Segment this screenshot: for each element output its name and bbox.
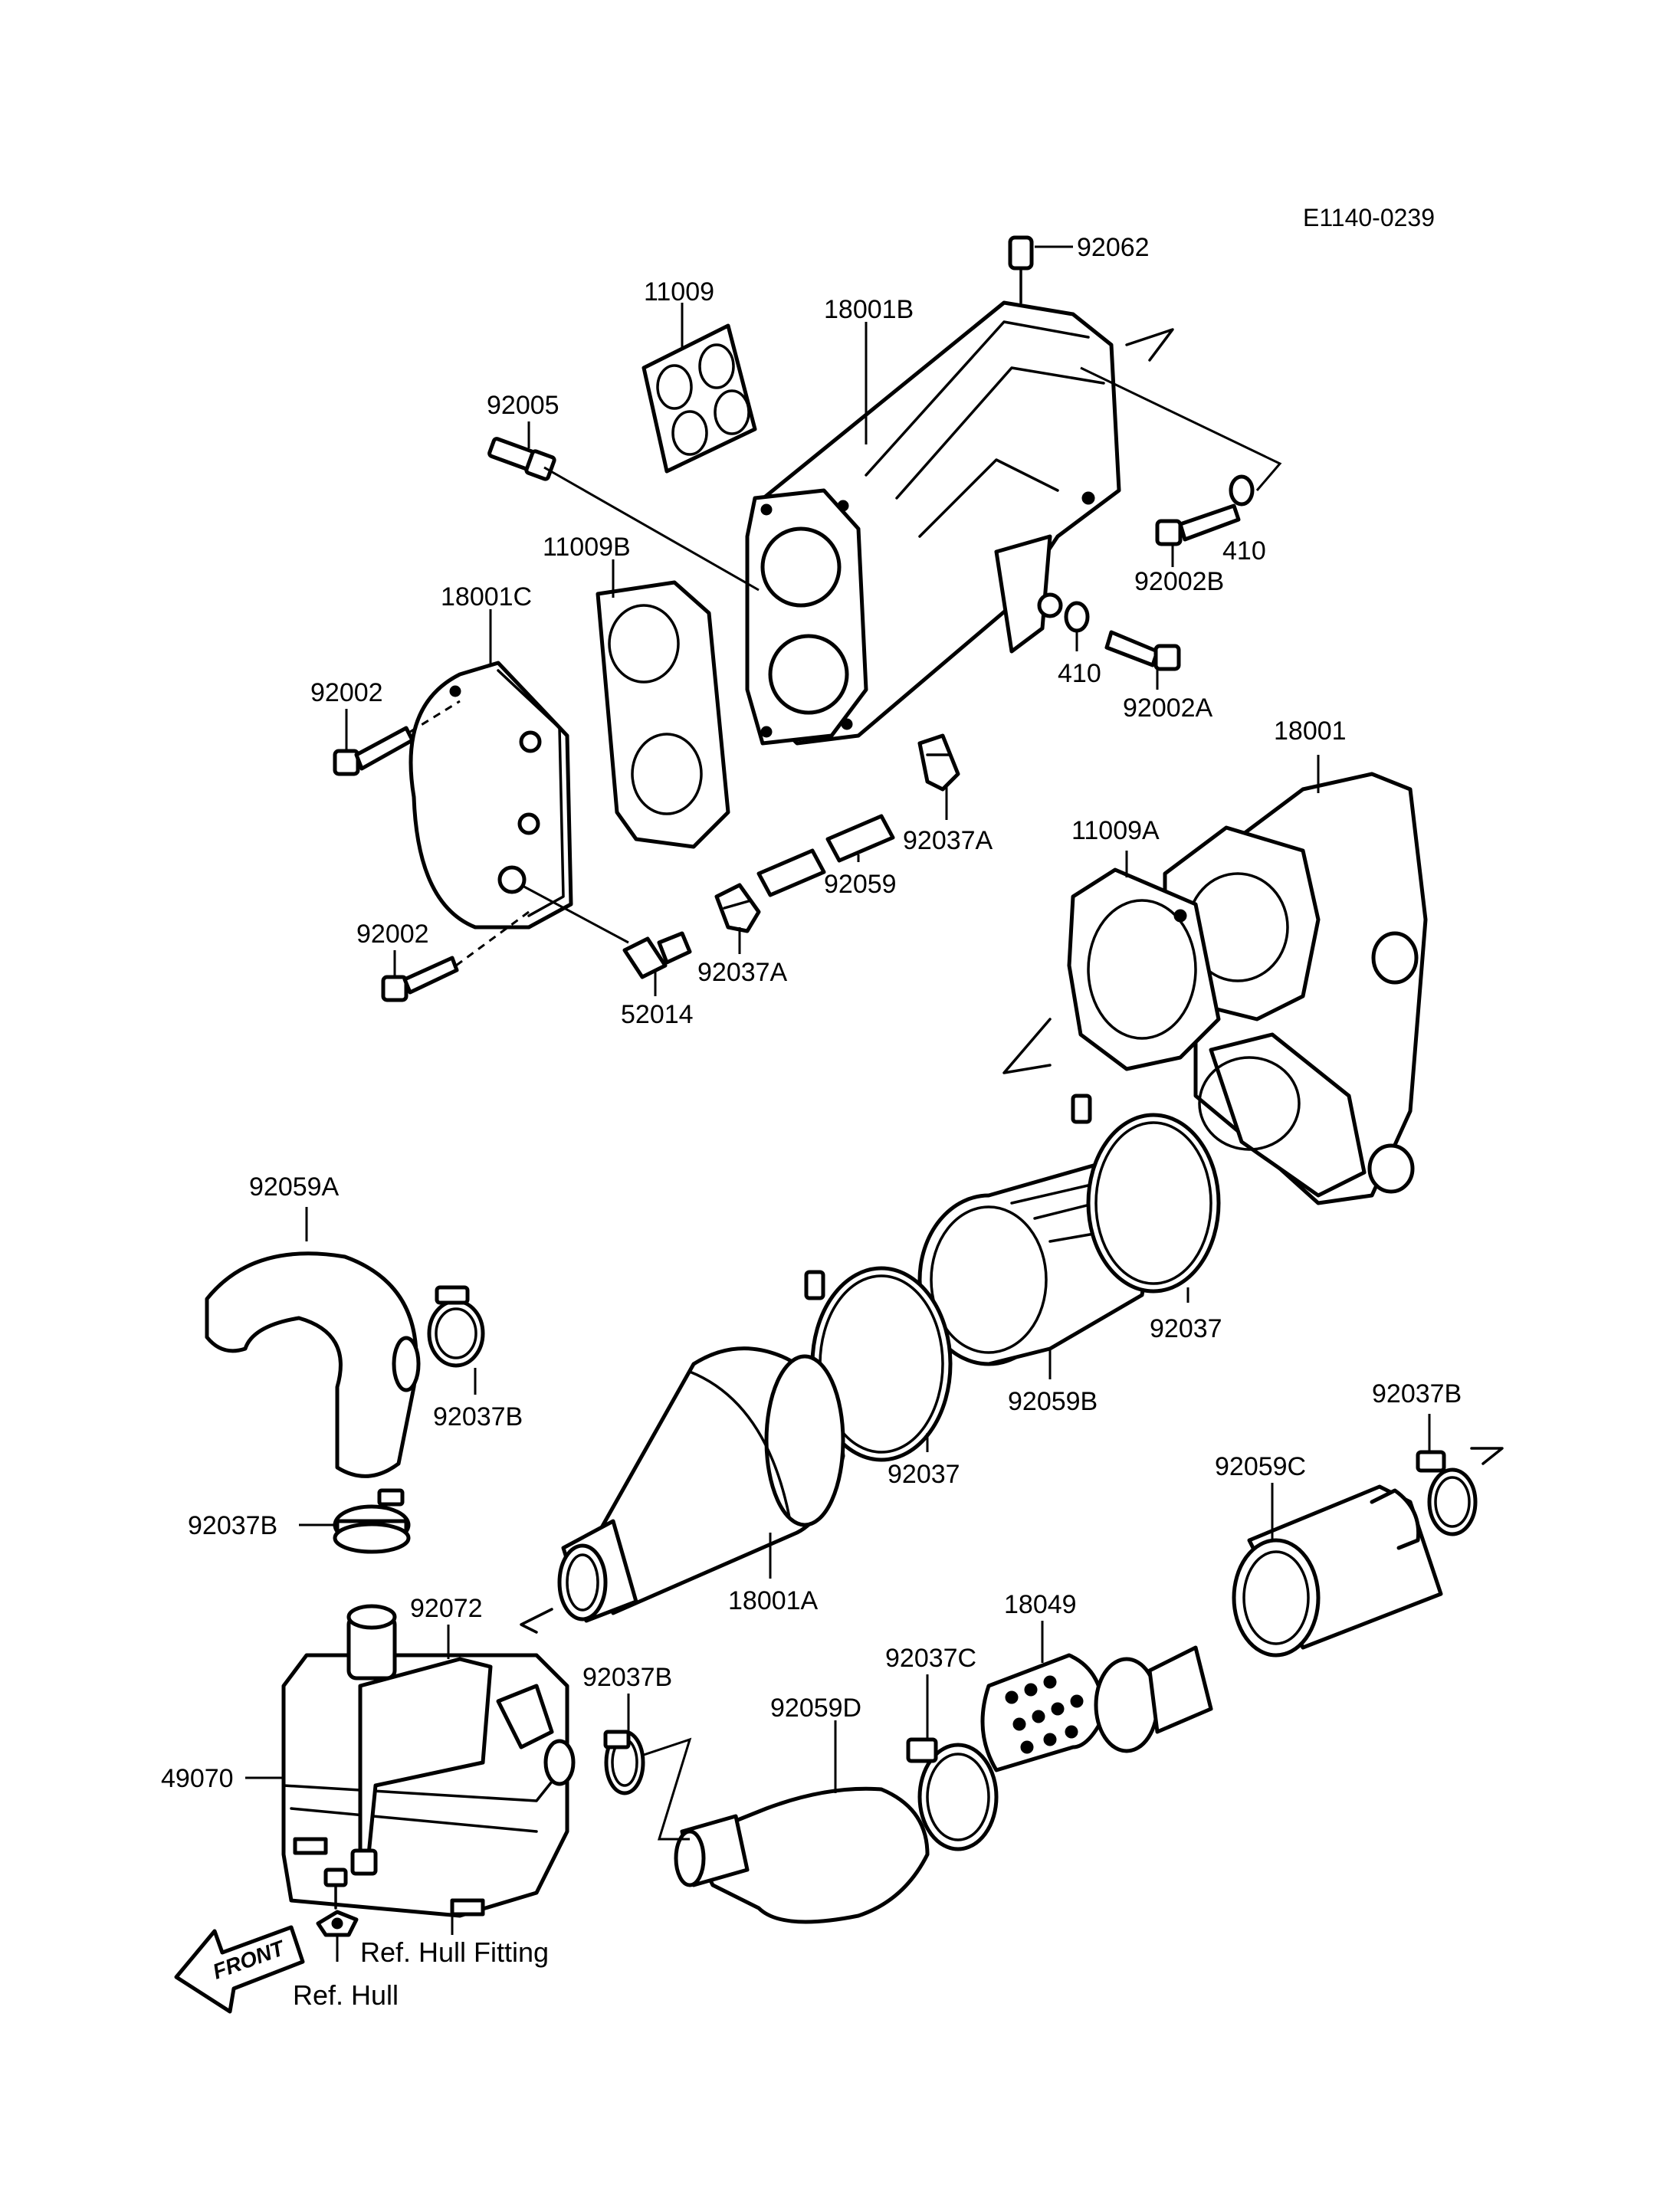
bolt-92002B[interactable] (1155, 503, 1241, 546)
gasket-11009A[interactable] (1067, 867, 1221, 1071)
washer-410-top[interactable] (1229, 474, 1255, 507)
exhaust-manifold-18001B[interactable] (745, 300, 1121, 746)
label-92037B-center: 92037B (582, 1663, 672, 1692)
direction-mark-2 (1002, 1018, 1052, 1074)
label-49070: 49070 (161, 1764, 234, 1793)
clamp-92037B-left[interactable] (427, 1285, 485, 1368)
strap-92072[interactable] (350, 1657, 493, 1876)
hose-92059D[interactable] (674, 1786, 930, 1924)
gasket-11009B[interactable] (596, 580, 730, 849)
clamp-92037-right[interactable] (1071, 1094, 1221, 1294)
label-18001A: 18001A (728, 1586, 819, 1615)
gasket-11009[interactable] (641, 323, 757, 474)
leader-92005-line (543, 466, 760, 592)
label-92037A-bottom: 92037A (697, 958, 788, 987)
hose-92059C[interactable] (1232, 1484, 1443, 1658)
label-92037B-lower: 92037B (188, 1511, 277, 1540)
clamp-92037B-right[interactable] (1416, 1450, 1478, 1536)
leader-92037B-center-line (643, 1737, 692, 1841)
label-92002A: 92002A (1123, 694, 1213, 723)
clamp-92037C[interactable] (906, 1737, 999, 1851)
label-92037B-right: 92037B (1372, 1379, 1462, 1408)
label-92059B: 92059B (1008, 1387, 1098, 1416)
label-410-mid: 410 (1058, 659, 1101, 688)
direction-mark (1125, 328, 1174, 362)
label-92059A: 92059A (249, 1172, 340, 1202)
label-52014: 52014 (621, 1000, 694, 1029)
label-410-top: 410 (1222, 536, 1266, 566)
bolt-92062[interactable] (1008, 235, 1034, 304)
label-92062: 92062 (1077, 233, 1150, 262)
hose-92059A[interactable] (205, 1251, 421, 1478)
fitting-52014[interactable] (622, 931, 692, 979)
front-arrow-icon: FRONT (174, 1925, 305, 2014)
chamber-18001[interactable] (1163, 772, 1428, 1205)
label-92059C: 92059C (1215, 1452, 1306, 1481)
label-18001: 18001 (1274, 716, 1347, 746)
label-92002-bottom: 92002 (356, 920, 429, 949)
leader-410-92002B (1080, 366, 1282, 491)
clamp-92037B-lower[interactable] (333, 1488, 411, 1554)
washer-410-mid[interactable] (1064, 601, 1090, 633)
label-92002B: 92002B (1134, 567, 1224, 596)
label-92037-mid: 92037 (888, 1460, 960, 1489)
label-92005: 92005 (487, 391, 559, 420)
clamp-92037A-bottom[interactable] (714, 883, 761, 933)
leader-92002-bottom-line (455, 910, 530, 967)
bolt-92002-bottom[interactable] (381, 956, 459, 1002)
bolt-92002A[interactable] (1104, 630, 1181, 671)
label-11009A: 11009A (1071, 816, 1160, 845)
label-92059: 92059 (824, 870, 897, 899)
label-11009: 11009 (644, 277, 714, 307)
label-ref-hull-fitting: Ref. Hull Fitting (360, 1936, 549, 1968)
label-18001B: 18001B (824, 295, 914, 324)
cover-18001C[interactable] (409, 661, 573, 930)
diagram-code: E1140-0239 (1303, 204, 1435, 231)
stud-92005[interactable] (487, 437, 556, 481)
label-92059D: 92059D (770, 1694, 861, 1723)
label-18049: 18049 (1004, 1590, 1077, 1619)
label-92037B-left: 92037B (433, 1402, 523, 1431)
clamp-92037B-center[interactable] (603, 1730, 645, 1795)
leader-52014-line (520, 884, 629, 944)
hose-92059[interactable] (756, 814, 895, 897)
leader-92002-top-line (409, 700, 461, 733)
label-92037-right: 92037 (1150, 1314, 1222, 1343)
clamp-92037A-top[interactable] (917, 733, 960, 792)
cone-18001A[interactable] (557, 1346, 845, 1623)
label-92002-top: 92002 (310, 678, 383, 707)
muffler-49070[interactable] (281, 1604, 576, 1918)
label-ref-hull: Ref. Hull (293, 1979, 399, 2011)
direction-mark-3 (520, 1608, 553, 1634)
direction-mark-4 (1470, 1447, 1504, 1465)
label-92037C: 92037C (885, 1644, 976, 1673)
label-11009B: 11009B (543, 533, 631, 562)
label-18001C: 18001C (441, 582, 532, 612)
hull-screw (316, 1867, 359, 1937)
label-92072: 92072 (410, 1594, 483, 1623)
label-92037A-top: 92037A (903, 826, 993, 855)
pipe-18049[interactable] (980, 1645, 1213, 1772)
